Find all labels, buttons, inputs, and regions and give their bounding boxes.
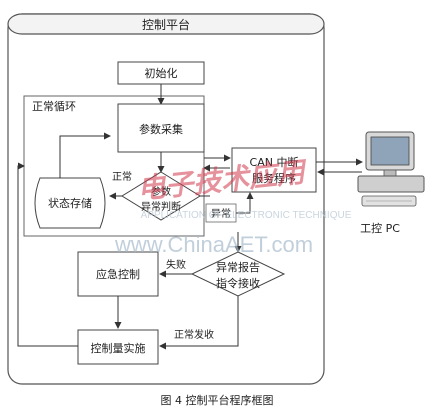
arrow-actuate-loop [17,162,78,347]
actuate-box [77,329,159,365]
emergency-box [77,251,159,297]
arrow-abnormal-can [236,192,254,214]
computer-icon [357,131,425,207]
fail-label: 失败 [166,258,186,271]
anomaly-judge-line2: 异常判断 [141,200,181,213]
normal-short-label: 正常 [112,170,132,183]
pc-label: 工控 PC [360,221,400,235]
watermark-en: APPLICATION OF ELECTRONIC TECHNIQUE [141,210,352,221]
anomaly-judge-diamond [121,171,201,221]
state-store-label: 状态存储 [48,196,92,210]
can-isr-box [231,147,317,193]
emergency-label: 应急控制 [96,267,140,281]
normal-loop-label: 正常循环 [32,100,76,113]
arrow-report-actuate [159,296,239,350]
figure-caption: 图 4 控制平台程序框图 [161,393,274,407]
can-isr-line1: CAN 中断 [250,155,299,169]
init-label: 初始化 [145,66,178,80]
platform-title: 控制平台 [142,17,190,32]
abnormal-label: 异常 [211,207,231,220]
platform-title-bar [7,13,325,35]
watermark-url: www.ChinaAET.com [114,232,313,257]
state-store-box [34,177,106,229]
arrow-store-loop [59,132,111,178]
collect-box [117,103,205,153]
collect-label: 参数采集 [139,122,183,136]
report-line1: 异常报告 [216,260,260,274]
report-line2: 指令接收 [216,276,260,290]
can-isr-line2: 服务程序 [252,171,296,185]
normal-send-label: 正常发收 [174,328,214,341]
anomaly-judge-line1: 参数 [151,185,171,198]
actuate-label: 控制量实施 [91,341,146,355]
